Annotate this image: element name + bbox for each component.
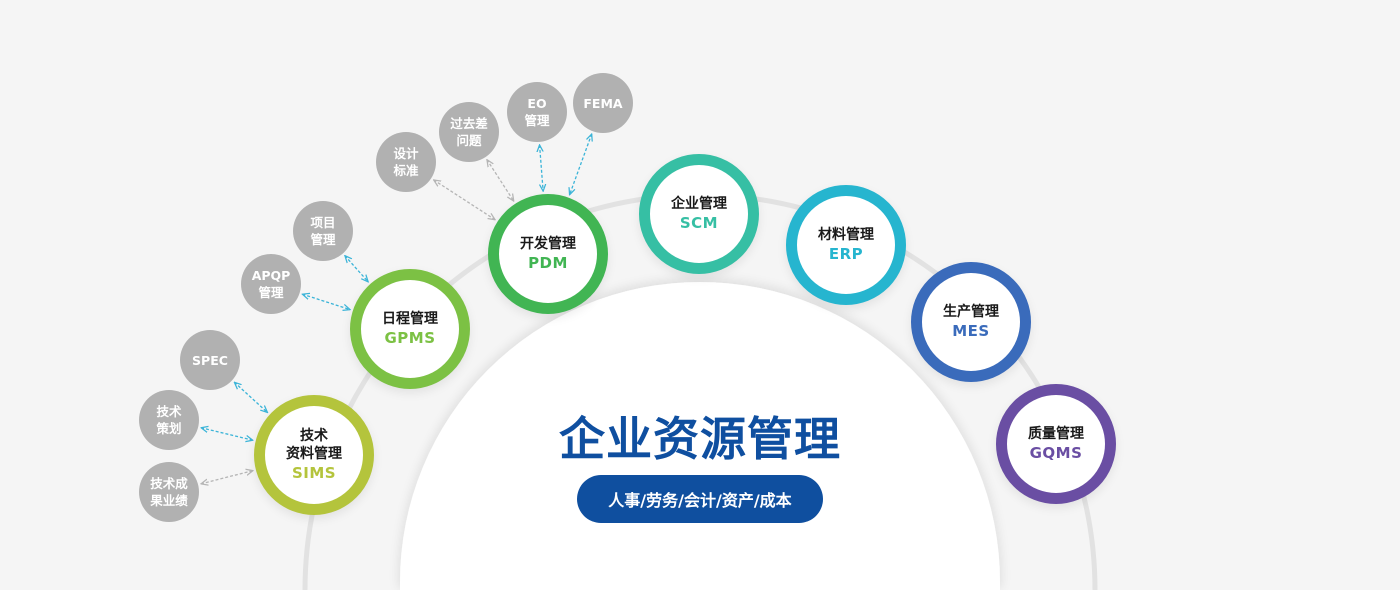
- module-abbr: PDM: [528, 254, 568, 272]
- connector-eo-pdm: [540, 145, 544, 191]
- module-gqms[interactable]: 质量管理 GQMS: [996, 384, 1116, 504]
- page-title: 企业资源管理: [559, 412, 841, 466]
- module-pdm[interactable]: 开发管理 PDM: [488, 194, 608, 314]
- module-abbr: SCM: [679, 214, 719, 232]
- center-dome: [400, 282, 1000, 590]
- connector-spec-sims: [234, 382, 267, 412]
- connector-design-std-pdm: [434, 180, 495, 220]
- feature-tech-result[interactable]: 技术成 果业绩: [139, 462, 199, 522]
- connector-group: [201, 134, 592, 484]
- feature-fema[interactable]: FEMA: [573, 73, 633, 133]
- connector-tech-plan-sims: [201, 428, 253, 440]
- feature-apqp[interactable]: APQP 管理: [241, 254, 301, 314]
- module-mes[interactable]: 生产管理 MES: [911, 262, 1031, 382]
- module-name: 开发管理: [520, 236, 576, 252]
- connector-project-gpms: [345, 256, 368, 282]
- feature-project[interactable]: 项目 管理: [293, 201, 353, 261]
- module-abbr: MES: [952, 322, 990, 340]
- connector-apqp-gpms: [302, 294, 350, 309]
- feature-spec[interactable]: SPEC: [180, 330, 240, 390]
- module-name: 材料管理: [818, 227, 874, 243]
- module-name: 企业管理: [671, 196, 727, 212]
- module-scm[interactable]: 企业管理 SCM: [639, 154, 759, 274]
- module-name: 生产管理: [943, 304, 999, 320]
- module-name: 质量管理: [1028, 426, 1084, 442]
- module-abbr: SIMS: [291, 464, 337, 482]
- module-erp[interactable]: 材料管理 ERP: [786, 185, 906, 305]
- module-name: 技术 资料管理: [286, 428, 342, 462]
- connector-tech-result-sims: [201, 471, 253, 484]
- connector-fema-pdm: [570, 134, 592, 195]
- feature-tech-plan[interactable]: 技术 策划: [139, 390, 199, 450]
- feature-past-issue[interactable]: 过去差 问题: [439, 102, 499, 162]
- module-name: 日程管理: [382, 311, 438, 327]
- module-abbr: GPMS: [384, 329, 436, 347]
- feature-eo[interactable]: EO 管理: [507, 82, 567, 142]
- module-sims[interactable]: 技术 资料管理 SIMS: [254, 395, 374, 515]
- module-abbr: GQMS: [1029, 444, 1083, 462]
- module-gpms[interactable]: 日程管理 GPMS: [350, 269, 470, 389]
- subtitle-pill[interactable]: 人事/劳务/会计/资产/成本: [577, 475, 823, 523]
- connector-past-issue-pdm: [487, 160, 514, 201]
- module-abbr: ERP: [828, 245, 864, 263]
- feature-design-std[interactable]: 设计 标准: [376, 132, 436, 192]
